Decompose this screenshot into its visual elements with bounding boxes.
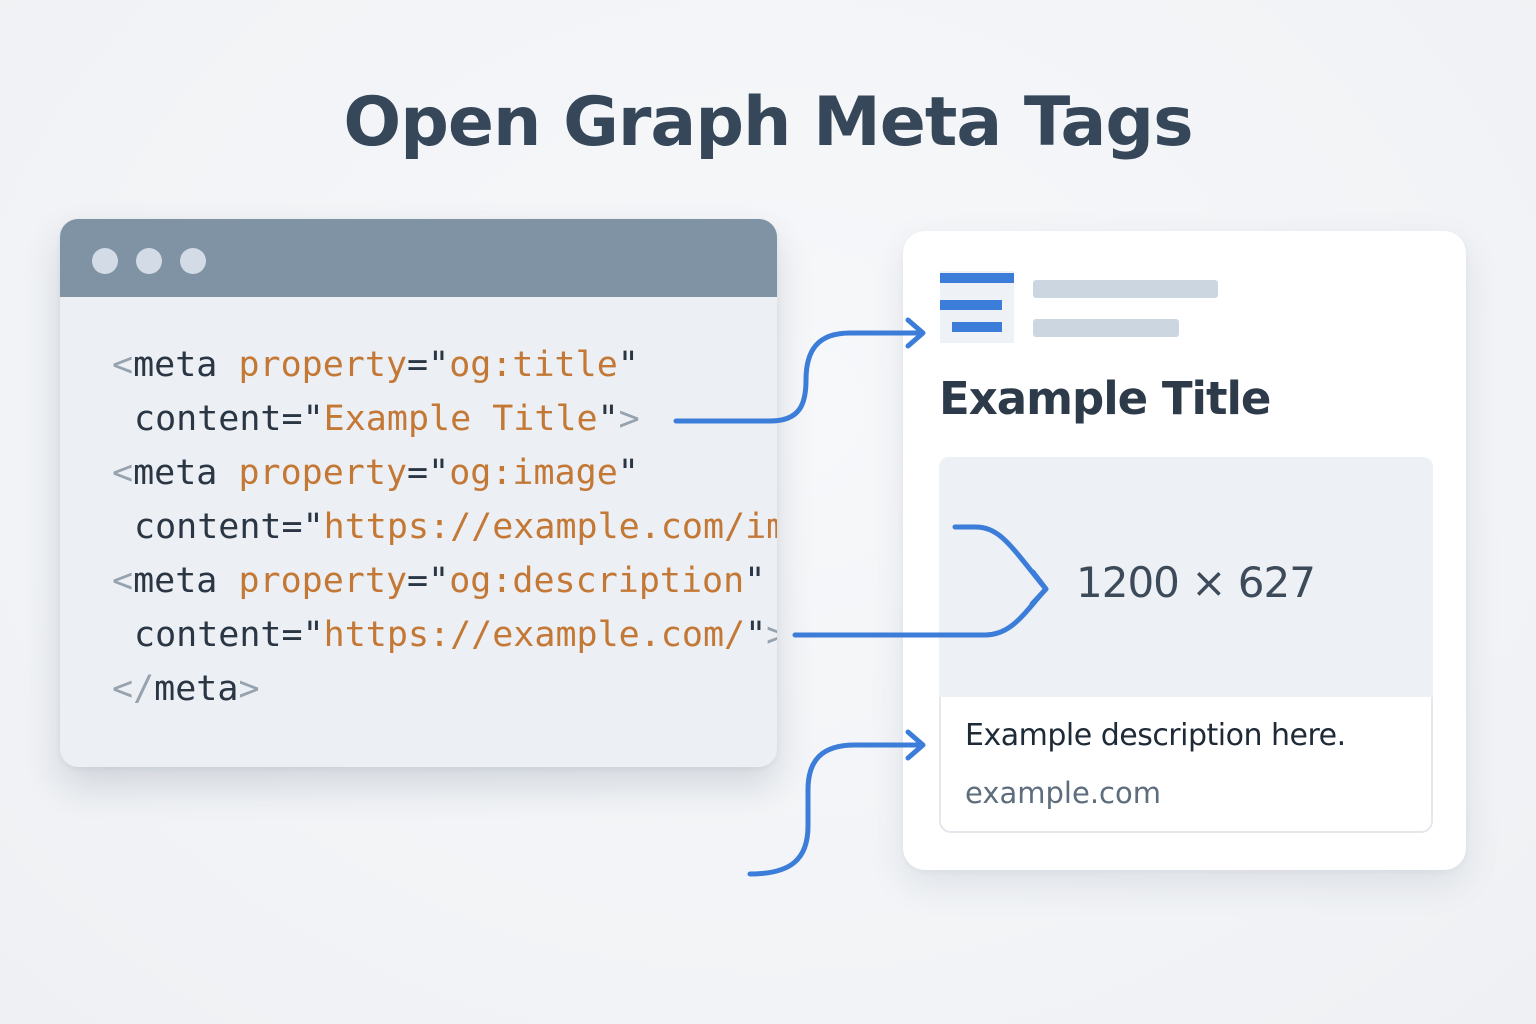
preview-description: Example description here. <box>965 718 1346 753</box>
code-attr: property <box>238 561 408 601</box>
code-punct: < <box>112 345 134 385</box>
window-dot-icon <box>180 248 206 274</box>
code-attr-content: content=" <box>134 399 324 439</box>
code-attr: property <box>238 453 408 493</box>
code-line-close-tag: </meta> <box>112 667 260 711</box>
code-line-description-content: content="https://example.com/"> <box>134 613 777 657</box>
code-attr-content: content=" <box>134 507 324 547</box>
window-titlebar <box>60 219 777 297</box>
code-line-description-property: <meta property="og:description" <box>112 559 765 603</box>
code-value: og:title <box>449 345 618 385</box>
hamburger-lines-icon <box>940 271 1014 343</box>
code-eq: =" <box>407 453 450 493</box>
code-window: <meta property="og:title" content="Examp… <box>60 219 777 767</box>
code-quote: " <box>597 399 619 439</box>
code-line-title-content: content="Example Title"> <box>134 397 640 441</box>
code-tag: meta <box>133 561 218 601</box>
code-punct: > <box>618 399 640 439</box>
code-attr: property <box>238 345 408 385</box>
site-name-placeholder <box>1033 280 1218 298</box>
preview-domain: example.com <box>965 776 1161 810</box>
link-preview-card[interactable]: Example Title 1200 × 627 Example descrip… <box>903 231 1466 870</box>
code-punct: > <box>766 615 777 655</box>
code-quote: " <box>617 345 639 385</box>
preview-image: 1200 × 627 <box>939 457 1433 697</box>
site-meta-placeholder <box>1033 319 1179 337</box>
icon-bar <box>940 300 1002 310</box>
code-value: og:image <box>449 453 618 493</box>
arrow-domain-connector <box>747 742 923 877</box>
code-quote: " <box>745 615 767 655</box>
code-eq: =" <box>407 561 450 601</box>
code-value: og:description <box>449 561 745 601</box>
page-title: Open Graph Meta Tags <box>343 83 1193 162</box>
code-punct: </ <box>112 669 155 709</box>
code-punct: < <box>112 453 134 493</box>
preview-description-box: Example description here. example.com <box>939 697 1433 833</box>
icon-bar <box>940 273 1014 283</box>
code-tag: meta <box>154 669 239 709</box>
preview-title: Example Title <box>939 372 1271 425</box>
window-dot-icon <box>92 248 118 274</box>
image-dimensions-text: 1200 × 627 <box>1076 558 1316 607</box>
code-line-image-property: <meta property="og:image" <box>112 451 639 495</box>
code-quote: " <box>744 561 766 601</box>
code-value: https://example.com/ <box>323 615 746 655</box>
code-eq: =" <box>407 345 450 385</box>
code-attr-content: content=" <box>134 615 324 655</box>
code-punct: < <box>112 561 134 601</box>
window-dot-icon <box>136 248 162 274</box>
code-quote: " <box>617 453 639 493</box>
code-punct: > <box>238 669 260 709</box>
code-line-title-property: <meta property="og:title" <box>112 343 639 387</box>
code-line-image-content: content="https://example.com/image.jpg" <box>134 505 777 549</box>
code-value: Example Title <box>323 399 598 439</box>
code-tag: meta <box>133 453 218 493</box>
code-tag: meta <box>133 345 218 385</box>
icon-bar <box>952 322 1002 332</box>
code-value: https://example.com/image.jpg <box>323 507 777 547</box>
